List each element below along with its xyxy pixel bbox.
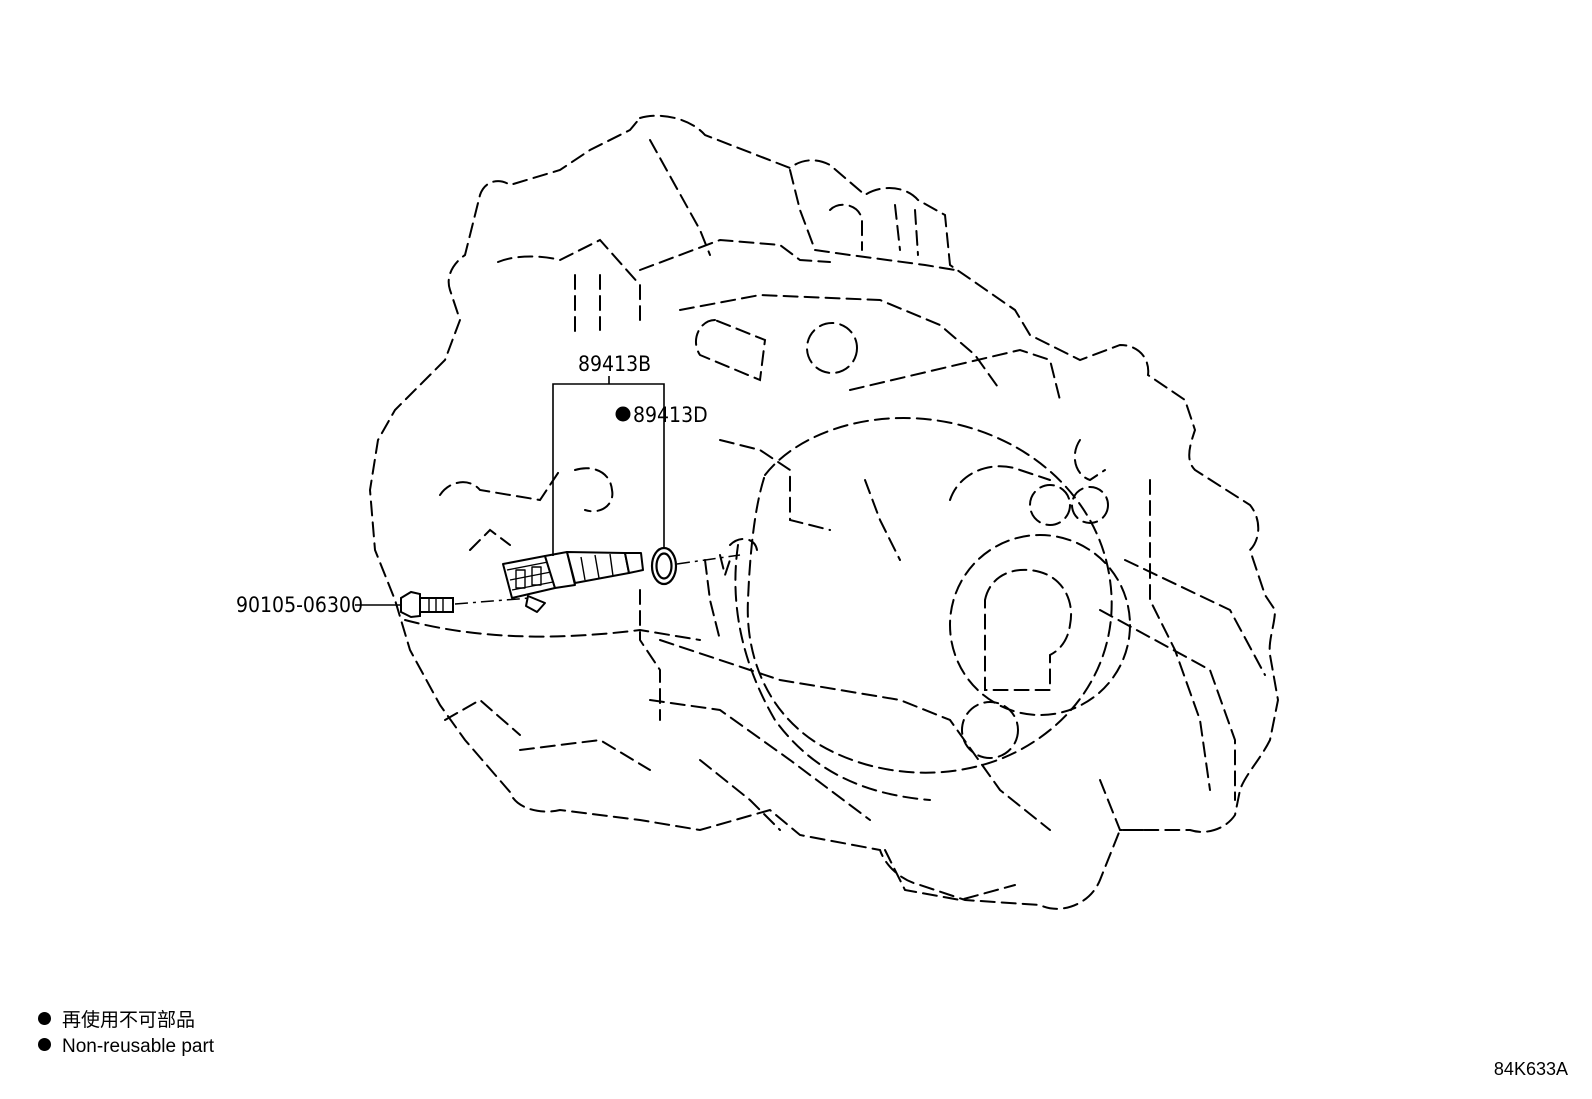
legend-item-en: Non-reusable part bbox=[38, 1037, 214, 1056]
bolt bbox=[400, 590, 454, 619]
speed-sensor bbox=[502, 551, 644, 613]
legend-item-jp: 再使用不可部品 bbox=[38, 1011, 195, 1030]
part-number-o-ring: 89413D bbox=[633, 403, 708, 427]
non-reusable-marker-icon bbox=[615, 406, 631, 422]
non-reusable-marker-icon bbox=[38, 1012, 51, 1025]
legend-text-jp: 再使用不可部品 bbox=[62, 1009, 196, 1031]
part-number-sensor-assy: 89413B bbox=[578, 352, 651, 376]
assembly-lines bbox=[454, 554, 741, 605]
drawing-code: 84K633A bbox=[1493, 1059, 1568, 1079]
part-number-bolt: 90105-06300 bbox=[236, 593, 363, 617]
non-reusable-marker-icon bbox=[38, 1038, 51, 1051]
o-ring bbox=[650, 546, 678, 586]
transaxle-housing-phantom bbox=[368, 114, 1280, 910]
legend-text-en: Non-reusable part bbox=[62, 1036, 215, 1057]
leader-lines bbox=[355, 376, 665, 606]
